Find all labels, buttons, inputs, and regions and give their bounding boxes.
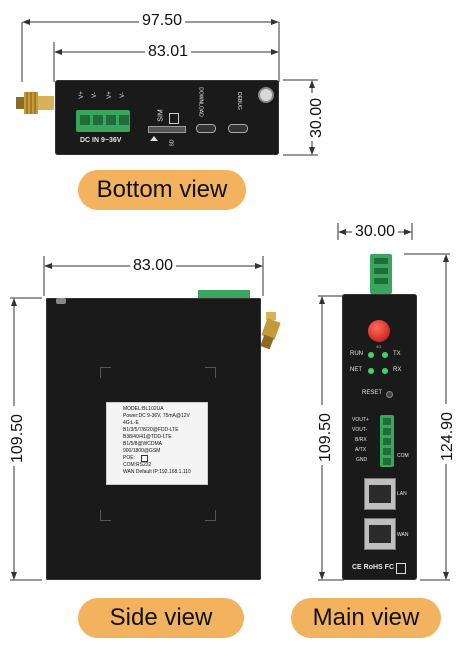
power-terminal-block[interactable]: [76, 110, 130, 132]
side-dim-width-label: 83.00: [130, 257, 177, 275]
sd-label: SD: [169, 139, 176, 147]
corner-mark: [100, 367, 111, 378]
port-label: V-: [91, 92, 98, 98]
corner-mark: [100, 510, 111, 521]
sticker-line: POE:: [123, 455, 135, 461]
sticker-line: COM:RS232: [123, 462, 152, 468]
power-label: DC IN 9~36V: [80, 137, 122, 144]
port-label: V-: [119, 92, 126, 98]
main-dim-width-label: 30.00: [352, 223, 399, 241]
download-label: DOWNLOAD: [197, 87, 204, 117]
sim-eject-icon: [150, 136, 158, 141]
corner-mark: [205, 510, 216, 521]
bottom-view-caption: Bottom view: [78, 170, 246, 210]
download-usb-port[interactable]: [196, 124, 216, 133]
side-dim-height-label: 109.50: [9, 406, 27, 466]
main-dim-total-height-label: 124.90: [439, 404, 457, 464]
sticker-line: B1/5/8@WCDMA: [123, 441, 162, 447]
wan-label: WAN: [397, 532, 409, 538]
led-label-rx: RX: [393, 367, 402, 373]
tx-led-icon: [382, 352, 388, 358]
sim-card-slot[interactable]: [148, 126, 186, 133]
weee-bin-icon: [396, 563, 406, 574]
main-view-caption: Main view: [291, 598, 441, 638]
com-label: COM: [397, 453, 409, 459]
certification-label: CE RoHS FC: [352, 564, 394, 571]
sticker-line: Power:DC 9-36V, 75mA@12V: [123, 413, 190, 419]
side-antenna-connector-icon: [260, 312, 281, 350]
main-top-terminal-block[interactable]: [370, 254, 392, 294]
com-terminal-block[interactable]: [380, 415, 394, 467]
debug-label: DEBUG: [235, 92, 242, 110]
antenna-knob-icon: [368, 320, 390, 342]
sticker-line: 4G:L-E: [123, 420, 139, 426]
terminal-label: GND: [356, 457, 368, 463]
antenna-mark: 4G: [376, 344, 382, 349]
terminal-label: VOUT+: [352, 417, 369, 423]
terminal-label: VOUT-: [352, 427, 368, 433]
corner-mark: [205, 367, 216, 378]
side-view-caption: Side view: [78, 598, 244, 638]
reset-button[interactable]: [386, 391, 393, 398]
poe-checkbox-icon: [141, 455, 148, 462]
terminal-label: A/TX: [355, 447, 367, 453]
side-view: 83.00 109.50 MODEL:BL102UA Power:DC 9-36…: [0, 220, 300, 664]
port-label: V+: [78, 91, 85, 99]
mount-hole: [258, 87, 274, 103]
dim-total-width-label: 97.50: [139, 12, 186, 30]
dim-body-width-label: 83.01: [145, 43, 192, 61]
sticker-line: 900/1800@GSM: [123, 448, 161, 454]
sticker-line: B38/40/41@TDD-LTE: [123, 434, 172, 440]
wan-ethernet-port[interactable]: [364, 518, 396, 550]
main-dim-left-height-label: 109.50: [317, 405, 335, 465]
sticker-line: B1/3/5/7/8/20@FDD-LTE: [123, 427, 179, 433]
rx-led-icon: [382, 368, 388, 374]
sd-slot-icon: [169, 113, 179, 124]
run-led-icon: [368, 352, 374, 358]
product-sticker: MODEL:BL102UA Power:DC 9-36V, 75mA@12V 4…: [106, 402, 208, 485]
net-led-icon: [368, 368, 374, 374]
sticker-line: MODEL:BL102UA: [123, 406, 164, 412]
antenna-connector-icon: [16, 92, 54, 114]
sticker-line: WAN Default IP:192.168.1.110: [123, 469, 191, 475]
lan-label: LAN: [397, 491, 407, 497]
led-label-tx: TX: [393, 351, 401, 357]
port-label: V+: [106, 91, 113, 99]
reset-label: RESET: [362, 390, 383, 396]
bottom-view: 97.50 83.01 30.00 V+ V- V+ V- DC IN 9~36…: [0, 0, 474, 220]
sim-label: SIM: [157, 109, 165, 122]
terminal-label: B/RX: [355, 437, 367, 443]
led-label-net: NET: [350, 367, 362, 373]
side-terminal-block: [198, 290, 250, 299]
main-view: 30.00 109.50 124.90 4G RUN TX NET RX RES…: [291, 220, 474, 664]
led-label-run: RUN: [350, 351, 363, 357]
side-screw: [56, 298, 66, 304]
lan-ethernet-port[interactable]: [364, 478, 396, 510]
dim-height-label: 30.00: [308, 93, 326, 141]
debug-usb-port[interactable]: [228, 124, 248, 133]
